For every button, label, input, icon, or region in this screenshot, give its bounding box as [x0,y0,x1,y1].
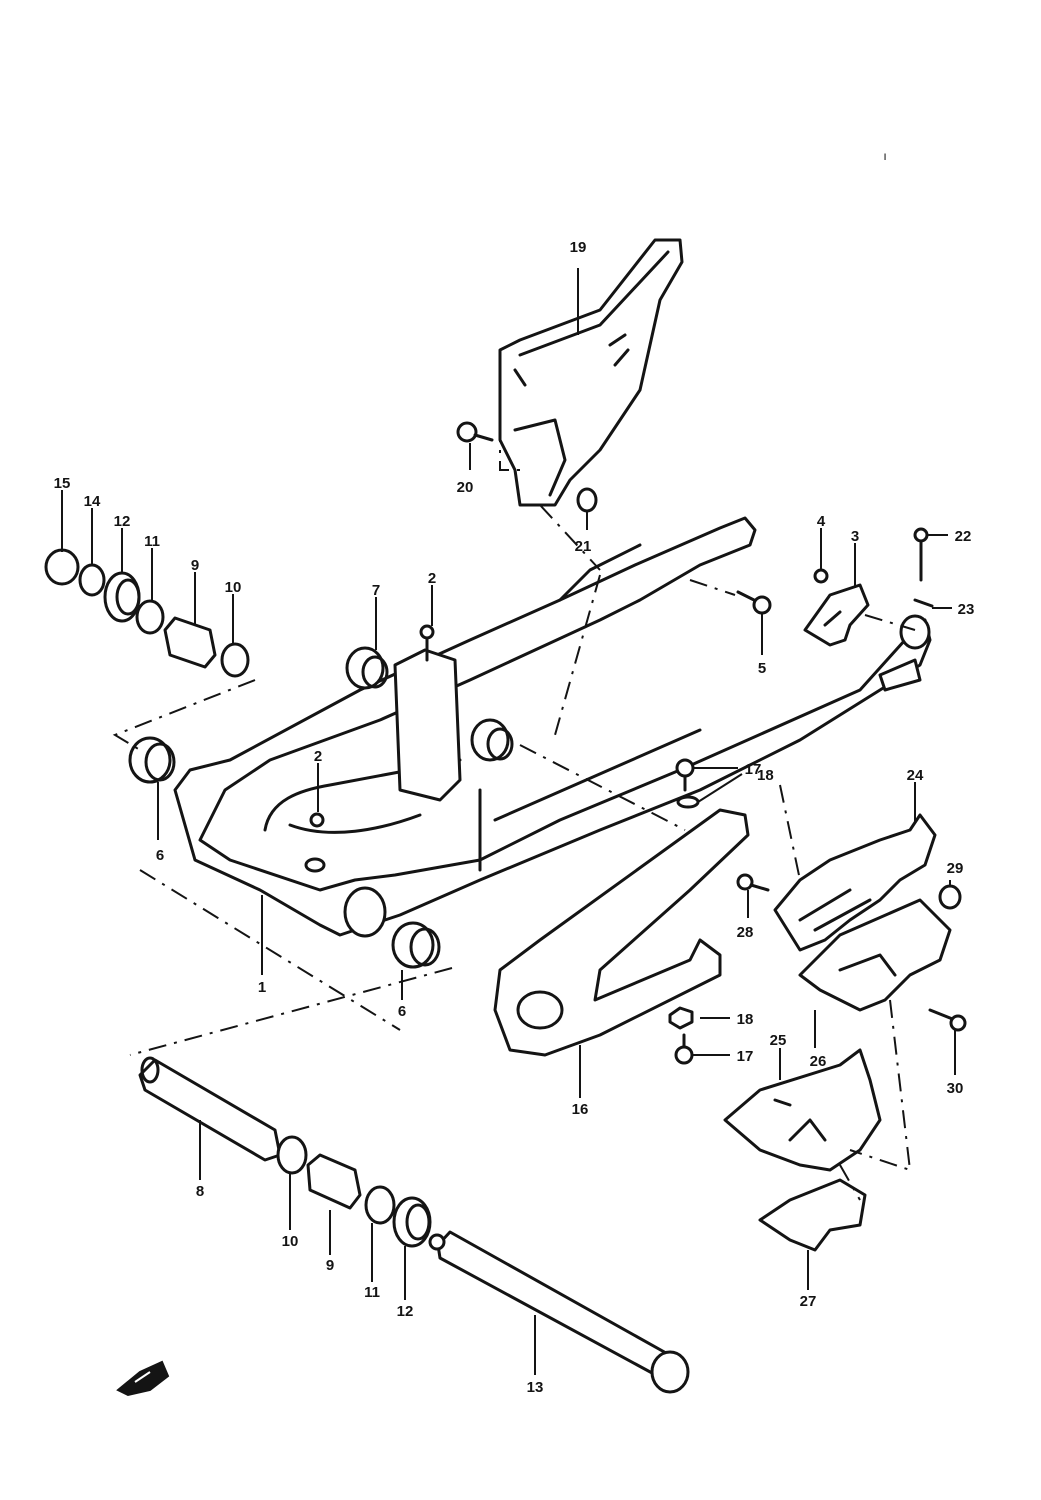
callout-numbers: 1 2 2 3 4 5 6 6 7 8 9 9 10 10 11 11 12 1… [54,149,975,1396]
chain-adjuster-plate [803,583,870,647]
callout-9-lower: 9 [326,1257,334,1274]
bolt-30 [928,1008,967,1032]
grease-nipple-2-lower [304,812,326,873]
callout-17-lower: 17 [737,1048,754,1065]
nut-29 [938,884,962,910]
callout-29: 29 [947,860,964,877]
bolt-17-lower [674,1033,694,1065]
callout-19: 19 [570,239,587,256]
chain-guide-bracket [798,898,952,1012]
front-direction-arrow-icon [116,1360,170,1397]
collar-9-lower [306,1153,362,1210]
callout-21: 21 [575,538,592,555]
callout-10-lower: 10 [282,1233,299,1250]
callout-13: 13 [527,1379,544,1396]
callout-25: 25 [770,1032,787,1049]
bolt-28 [736,873,770,892]
swingarm [173,516,932,938]
callout-7: 7 [372,582,380,599]
washer-11-upper [135,599,165,635]
washer-21 [576,487,598,513]
callout-16: 16 [572,1101,589,1118]
callout-12-lower: 12 [397,1303,414,1320]
grease-nipple-2-upper [419,624,435,662]
chain-guard-plate [498,238,684,507]
callout-11-lower: 11 [364,1284,380,1301]
bolt-5 [736,590,772,615]
bearing-7-left [345,646,389,690]
callout-11-upper: 11 [144,533,160,550]
callout-5: 5 [758,660,766,677]
bearing-7-right [470,718,514,762]
callout-6-upper: 6 [156,847,164,864]
stray-mark: ı [883,149,886,163]
callout-2-upper: 2 [428,570,436,587]
callout-14: 14 [84,493,101,510]
callout-24: 24 [907,767,924,784]
callout-28: 28 [737,924,754,941]
callout-6-lower: 6 [398,1003,406,1020]
chain-guide-27 [758,1178,867,1252]
chain-buffer [493,808,750,1057]
seal-12-upper [103,571,141,623]
callout-1: 1 [258,979,266,996]
collar-9-upper [163,616,217,669]
callout-3: 3 [851,528,859,545]
bolt-4 [813,568,829,584]
callout-23: 23 [958,601,975,618]
chain-guide-25 [723,1048,882,1172]
callout-18-upper: 18 [757,767,774,784]
assembly-lines [112,350,916,1201]
callout-15: 15 [54,475,71,492]
callout-2-lower: 2 [314,748,322,765]
bearing-6-lower [391,921,441,969]
callout-12-upper: 12 [114,513,131,530]
pivot-shaft-8 [138,1056,282,1162]
bearing-6-upper [128,736,176,784]
clip-23 [913,598,934,608]
washer-18-lower [668,1006,694,1030]
pin-22 [913,527,929,582]
bolt-20 [456,421,494,443]
seal-12-lower [392,1196,432,1248]
bushing-10-lower [276,1135,308,1175]
callout-8: 8 [196,1183,204,1200]
washer-18-upper [676,795,700,809]
leader-lines [61,268,956,1375]
callout-27: 27 [800,1293,817,1310]
callout-10-upper: 10 [225,579,242,596]
callout-20: 20 [457,479,474,496]
callout-17-upper: 17 [745,761,762,778]
bushing-10-upper [220,642,250,678]
washer-11-lower [364,1185,396,1225]
cap-15 [44,548,80,586]
callout-22: 22 [955,528,972,545]
callout-4: 4 [817,513,826,530]
chain-guard [773,813,937,952]
callout-30: 30 [947,1080,964,1097]
callout-9-upper: 9 [191,557,199,574]
callout-18-lower: 18 [737,1011,754,1028]
pivot-bolt-13 [428,1230,690,1394]
callout-26: 26 [810,1053,827,1070]
washer-14 [78,563,106,597]
